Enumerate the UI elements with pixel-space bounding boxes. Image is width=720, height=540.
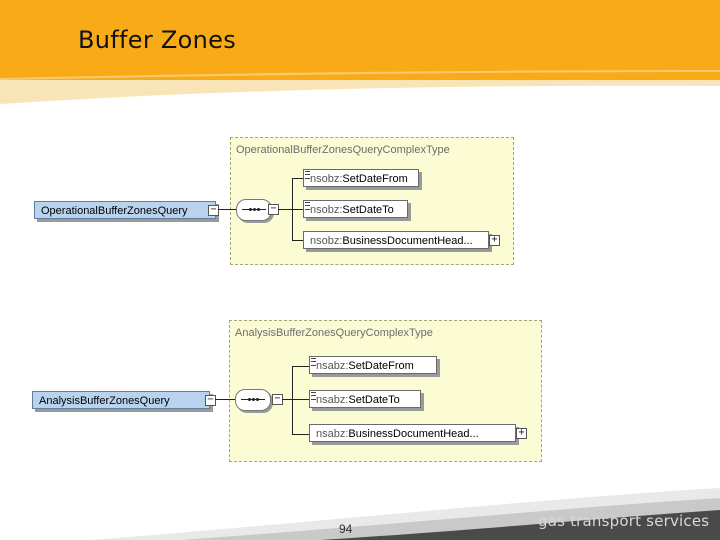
- root-element-label: OperationalBufferZonesQuery: [41, 205, 188, 217]
- connector-line: [292, 240, 303, 241]
- root-element[interactable]: AnalysisBufferZonesQuery: [32, 391, 210, 409]
- header-bar: [0, 0, 720, 80]
- sequence-compositor: [235, 389, 271, 411]
- complex-type-title: OperationalBufferZonesQueryComplexType: [236, 144, 450, 156]
- child-element-business-document-header[interactable]: nsobz:BusinessDocumentHead...: [303, 231, 489, 249]
- element-lines-icon: [311, 358, 316, 366]
- connector-line: [215, 399, 236, 400]
- header-swoosh: [0, 70, 720, 104]
- connector-line: [292, 366, 293, 434]
- connector-line: [292, 209, 303, 210]
- element-lines-icon: [305, 171, 310, 179]
- collapse-icon[interactable]: −: [208, 205, 219, 216]
- connector-line: [292, 366, 309, 367]
- connector-line: [292, 434, 309, 435]
- child-element-set-date-from[interactable]: nsobz:SetDateFrom: [303, 169, 419, 187]
- child-element-set-date-to[interactable]: nsobz:SetDateTo: [303, 200, 408, 218]
- sequence-compositor: [236, 199, 272, 221]
- footer-swoosh: [90, 488, 720, 540]
- connector-line: [218, 209, 237, 210]
- element-lines-icon: [311, 392, 316, 400]
- expand-icon[interactable]: +: [516, 428, 527, 439]
- expand-icon[interactable]: +: [489, 235, 500, 246]
- connector-line: [278, 209, 292, 210]
- element-lines-icon: [305, 202, 310, 210]
- child-element-business-document-header[interactable]: nsabz:BusinessDocumentHead...: [309, 424, 516, 442]
- connector-line: [282, 399, 292, 400]
- page-title: Buffer Zones: [78, 26, 237, 54]
- connector-line: [292, 178, 303, 179]
- page-number: 94: [339, 522, 353, 536]
- complex-type-title: AnalysisBufferZonesQueryComplexType: [235, 327, 433, 339]
- connector-line: [292, 399, 309, 400]
- child-element-set-date-to[interactable]: nsabz:SetDateTo: [309, 390, 421, 408]
- root-element-label: AnalysisBufferZonesQuery: [39, 395, 170, 407]
- root-element[interactable]: OperationalBufferZonesQuery: [34, 201, 216, 219]
- brand-logo-text: gas transport services: [538, 512, 710, 530]
- child-element-set-date-from[interactable]: nsabz:SetDateFrom: [309, 356, 437, 374]
- collapse-icon[interactable]: −: [205, 395, 216, 406]
